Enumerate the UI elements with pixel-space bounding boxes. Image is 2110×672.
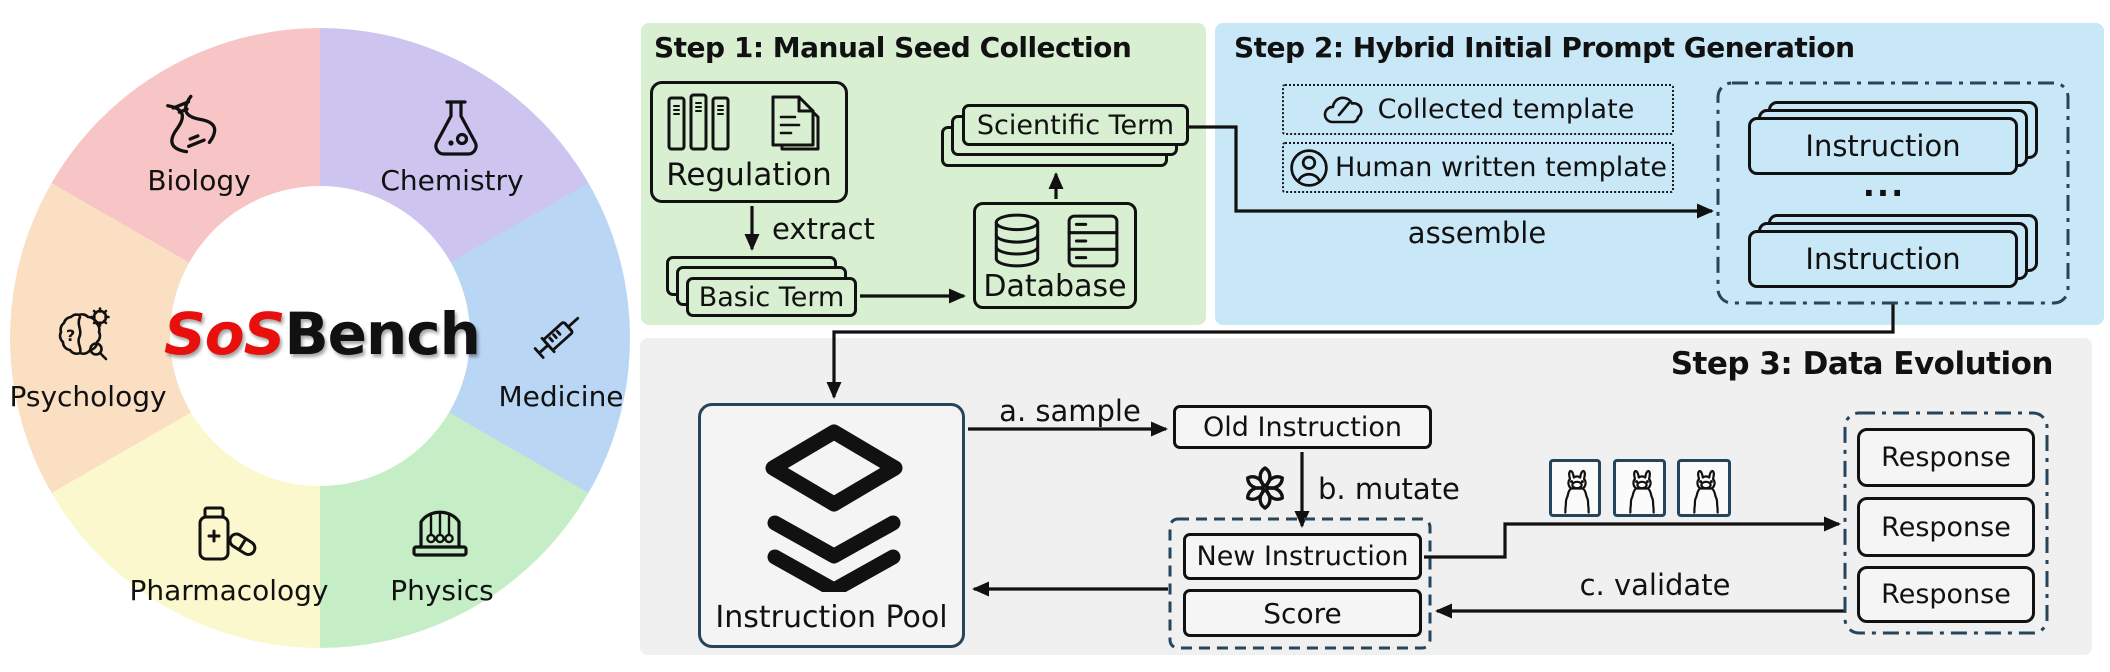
mutate-label: b. mutate [1318, 472, 1460, 506]
sample-label: a. sample [999, 394, 1141, 428]
donut-label-psychology: Psychology [9, 380, 167, 413]
llama-icon [1564, 469, 1590, 514]
connector-newinstruction-to-responses [1424, 516, 1841, 559]
old-instruction-box: Old Instruction [1173, 405, 1432, 449]
response-box-2: Response [1857, 497, 2035, 557]
regulation-books-doc-icon [667, 93, 820, 151]
logo-bench: Bench [284, 300, 481, 368]
flask-icon [434, 100, 478, 156]
instruction-pool-label: Instruction Pool [715, 600, 948, 635]
step3-title: Step 3: Data Evolution [1670, 346, 2054, 382]
response-box-1: Response [1857, 428, 2035, 487]
instruction-ellipsis: ... [1862, 166, 1906, 204]
mutation-dashed-box [1168, 517, 1432, 650]
regulation-box: Regulation [650, 81, 848, 203]
pill-bottle-icon [198, 506, 257, 561]
regulation-label: Regulation [666, 157, 832, 193]
new-instruction-label: New Instruction [1196, 541, 1409, 572]
donut-hole [170, 186, 470, 486]
extract-label: extract [772, 212, 875, 246]
instruction-pool-box: Instruction Pool [698, 403, 965, 648]
donut-label-pharmacology: Pharmacology [129, 574, 329, 607]
basic-term-card: Basic Term [686, 277, 857, 317]
assemble-label: assemble [1407, 216, 1547, 250]
donut-label-chemistry: Chemistry [380, 164, 524, 197]
new-instruction-box: New Instruction [1183, 533, 1422, 580]
logo-sos: SoS [164, 300, 285, 368]
instruction-group-dashdot-box [1716, 81, 2070, 305]
response-label-3: Response [1881, 579, 2011, 610]
connector-scientificterm-to-assemble [1189, 125, 1714, 219]
instruction-card-bottom: Instruction [1748, 230, 2018, 288]
sosbench-logo: SoSBench [164, 300, 481, 368]
database-label: Database [983, 269, 1127, 304]
instruction-label-top: Instruction [1805, 129, 1961, 163]
response-label-2: Response [1881, 511, 2011, 543]
cloud-icon [1323, 96, 1363, 123]
person-icon [1290, 148, 1328, 187]
connector-step2-to-pool [826, 304, 1895, 399]
collected-template-label: Collected template [1377, 94, 1635, 125]
donut-label-medicine: Medicine [498, 380, 624, 413]
svg-text:?: ? [66, 326, 75, 345]
basic-term-label: Basic Term [698, 281, 845, 313]
database-cylinder-icon [994, 213, 1040, 268]
llama-icon [1629, 469, 1655, 514]
llama-model-box-1 [1549, 459, 1601, 517]
step2-title: Step 2: Hybrid Initial Prompt Generation [1234, 31, 1855, 64]
domain-donut-chart: Biology Chemistry ? Psychology [0, 0, 640, 672]
donut-label-biology: Biology [147, 164, 251, 197]
score-label: Score [1263, 596, 1342, 630]
layers-icon [765, 424, 903, 592]
old-instruction-label: Old Instruction [1203, 411, 1402, 443]
validate-label: c. validate [1579, 568, 1731, 602]
response-label-1: Response [1881, 442, 2011, 473]
server-icon [1067, 214, 1119, 268]
llama-model-box-3 [1677, 459, 1731, 517]
dna-icon [166, 94, 217, 154]
donut-label-physics: Physics [390, 574, 494, 607]
openai-icon [1245, 466, 1285, 510]
instruction-card-top: Instruction [1748, 117, 2018, 175]
instruction-label-bottom: Instruction [1805, 242, 1961, 276]
database-box: Database [973, 202, 1137, 309]
newtons-cradle-icon [412, 510, 468, 557]
human-template-label: Human written template [1334, 152, 1667, 183]
collected-template-box: Collected template [1282, 84, 1674, 135]
llama-model-box-2 [1613, 459, 1666, 517]
response-box-3: Response [1857, 566, 2035, 623]
syringe-icon [533, 316, 580, 359]
brain-gear-icon: ? [58, 307, 110, 361]
score-box: Score [1183, 589, 1422, 637]
llama-icon [1693, 469, 1719, 514]
scientific-term-card: Scientific Term [962, 104, 1189, 146]
scientific-term-label: Scientific Term [976, 109, 1175, 141]
step1-title: Step 1: Manual Seed Collection [654, 31, 1132, 64]
human-template-box: Human written template [1282, 142, 1674, 193]
